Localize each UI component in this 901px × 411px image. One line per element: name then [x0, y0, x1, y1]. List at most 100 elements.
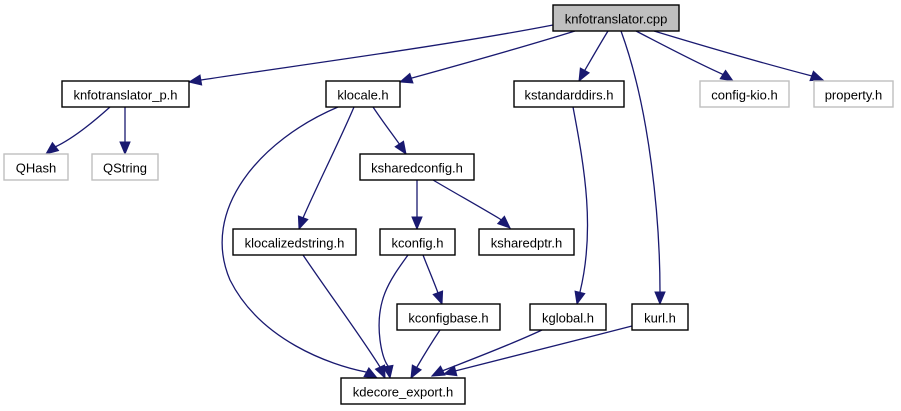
- node-kconfigbase-h[interactable]: kconfigbase.h: [396, 303, 501, 331]
- edge-knfotranslator-cpp-to-property-h: [653, 30, 825, 82]
- node-label: QHash: [16, 161, 56, 176]
- node-box: [699, 80, 790, 108]
- edge-ksharedconfig-h-to-ksharedptr-h: [432, 179, 511, 229]
- arrowhead-icon: [578, 67, 591, 83]
- node-box: [3, 153, 69, 181]
- edge-line: [620, 30, 661, 304]
- edge-line: [432, 179, 511, 229]
- arrowhead-icon: [719, 69, 735, 82]
- edge-line: [635, 30, 734, 82]
- edge-knfotranslator-cpp-to-config-kio-h: [635, 30, 735, 82]
- edge-klocale-h-to-klocalizedstring-h: [297, 106, 355, 231]
- node-box: [232, 228, 357, 256]
- node-label: kglobal.h: [542, 311, 594, 326]
- node-label: kconfigbase.h: [408, 311, 488, 326]
- node-qhash: QHash: [3, 153, 69, 181]
- node-label: klocale.h: [337, 88, 388, 103]
- node-klocale-h[interactable]: klocale.h: [325, 80, 401, 108]
- arrowhead-icon: [654, 291, 666, 306]
- arrowhead-icon: [410, 364, 423, 380]
- edge-knfotranslator-cpp-to-kstandarddirs-h: [578, 30, 609, 83]
- arrowhead-icon: [809, 70, 825, 82]
- nodes-layer: knfotranslator.cpp knfotranslator_p.hQHas…: [3, 4, 894, 405]
- edge-knfotranslator-cpp-to-klocale-h: [398, 30, 576, 84]
- arrowhead-icon: [382, 364, 394, 380]
- node-label: kconfig.h: [391, 236, 443, 251]
- node-qstring: QString: [91, 153, 159, 181]
- node-kurl-h[interactable]: kurl.h: [631, 303, 689, 331]
- edge-knfotranslator-cpp-to-kurl-h: [620, 30, 666, 306]
- edge-kglobal-h-to-kdecore-export-h: [430, 329, 543, 377]
- edge-line: [221, 106, 378, 379]
- node-label: property.h: [825, 88, 883, 103]
- edge-line: [378, 254, 409, 379]
- arrowhead-icon: [374, 364, 386, 380]
- node-knfotranslator-p-h[interactable]: knfotranslator_p.h: [61, 80, 190, 108]
- edge-line: [298, 106, 355, 230]
- node-box: [340, 377, 466, 405]
- edge-kurl-h-to-kdecore-export-h: [442, 325, 633, 377]
- node-label: kstandarddirs.h: [525, 88, 614, 103]
- node-label: kdecore_export.h: [353, 385, 453, 400]
- node-box: [631, 303, 689, 331]
- edge-line: [410, 329, 441, 379]
- edges-layer: [44, 24, 825, 380]
- edge-kconfig-h-to-kconfigbase-h: [422, 254, 444, 306]
- edge-kstandarddirs-h-to-kglobal-h: [572, 106, 589, 306]
- edge-knfotranslator-p-h-to-qhash: [44, 106, 111, 155]
- node-kdecore-export-h[interactable]: kdecore_export.h: [340, 377, 466, 405]
- edge-knfotranslator-p-h-to-qstring: [119, 106, 131, 156]
- node-box: [61, 80, 190, 108]
- node-box: [396, 303, 501, 331]
- node-klocalizedstring-h[interactable]: klocalizedstring.h: [232, 228, 357, 256]
- edge-line: [653, 30, 824, 81]
- node-label: ksharedconfig.h: [371, 161, 463, 176]
- arrowhead-icon: [574, 290, 586, 306]
- node-box: [325, 80, 401, 108]
- arrowhead-icon: [119, 141, 131, 156]
- node-box: [513, 80, 625, 108]
- edge-ksharedconfig-h-to-kconfig-h: [411, 179, 423, 231]
- node-label: klocalizedstring.h: [245, 236, 345, 251]
- arrowhead-icon: [398, 72, 414, 84]
- node-label: QString: [103, 161, 147, 176]
- edge-line: [443, 325, 633, 375]
- arrowhead-icon: [187, 74, 203, 86]
- node-property-h: property.h: [813, 80, 894, 108]
- edge-line: [399, 30, 576, 83]
- arrowhead-icon: [442, 365, 458, 377]
- node-label: knfotranslator_p.h: [73, 88, 177, 103]
- node-kconfig-h[interactable]: kconfig.h: [379, 228, 456, 256]
- node-label: ksharedptr.h: [491, 236, 563, 251]
- node-label: knfotranslator.cpp: [565, 12, 668, 27]
- node-kstandarddirs-h[interactable]: kstandarddirs.h: [513, 80, 625, 108]
- node-config-kio-h: config-kio.h: [699, 80, 790, 108]
- node-label: config-kio.h: [711, 88, 777, 103]
- arrowhead-icon: [297, 215, 309, 231]
- node-ksharedptr-h[interactable]: ksharedptr.h: [478, 228, 575, 256]
- edge-klocalizedstring-h-to-kdecore-export-h: [302, 254, 386, 380]
- arrowhead-icon: [430, 365, 446, 377]
- node-ksharedconfig-h[interactable]: ksharedconfig.h: [359, 153, 475, 181]
- arrowhead-icon: [496, 215, 511, 229]
- node-label: kurl.h: [644, 311, 676, 326]
- edge-line: [302, 254, 386, 379]
- edge-kconfigbase-h-to-kdecore-export-h: [410, 329, 441, 380]
- arrowhead-icon: [411, 216, 423, 231]
- node-kglobal-h[interactable]: kglobal.h: [529, 303, 607, 331]
- node-box: [379, 228, 456, 256]
- node-box: [359, 153, 475, 181]
- node-box: [552, 4, 680, 32]
- node-knfotranslator-cpp[interactable]: knfotranslator.cpp: [552, 4, 680, 32]
- edge-line: [188, 24, 554, 83]
- node-box: [91, 153, 159, 181]
- edge-kconfig-h-to-kdecore-export-h: [378, 254, 409, 380]
- edge-line: [578, 30, 609, 82]
- arrowhead-icon: [394, 140, 407, 156]
- arrowhead-icon: [44, 141, 60, 155]
- edge-knfotranslator-cpp-to-knfotranslator-p-h: [187, 24, 554, 86]
- arrowhead-icon: [432, 290, 444, 306]
- edge-line: [572, 106, 589, 305]
- node-box: [529, 303, 607, 331]
